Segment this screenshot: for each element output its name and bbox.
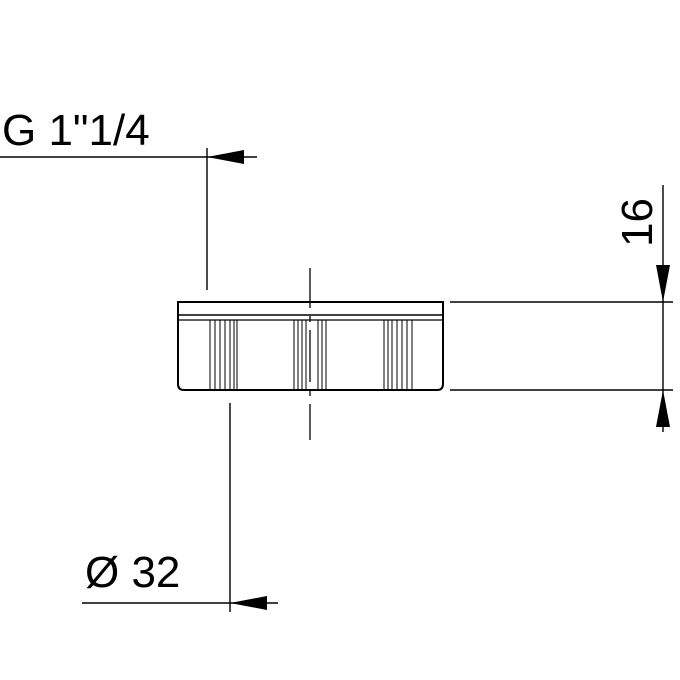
knurl-center bbox=[293, 320, 327, 390]
thread-arrowhead bbox=[207, 150, 244, 164]
height-arrowhead-top bbox=[656, 265, 670, 302]
height-arrowhead-bottom bbox=[656, 390, 670, 427]
knurl-left bbox=[209, 320, 238, 390]
nut-outline bbox=[177, 301, 444, 391]
diameter-arrowhead bbox=[230, 596, 267, 610]
knurl-right bbox=[383, 320, 413, 390]
height-label: 16 bbox=[613, 198, 662, 247]
height-dimension: 16 bbox=[450, 185, 673, 432]
thread-label: G 1"1/4 bbox=[2, 106, 150, 155]
diameter-label: Ø 32 bbox=[85, 548, 180, 597]
thread-dimension: G 1"1/4 bbox=[0, 106, 257, 290]
diameter-dimension: Ø 32 bbox=[82, 403, 278, 612]
nut-part bbox=[177, 301, 444, 391]
